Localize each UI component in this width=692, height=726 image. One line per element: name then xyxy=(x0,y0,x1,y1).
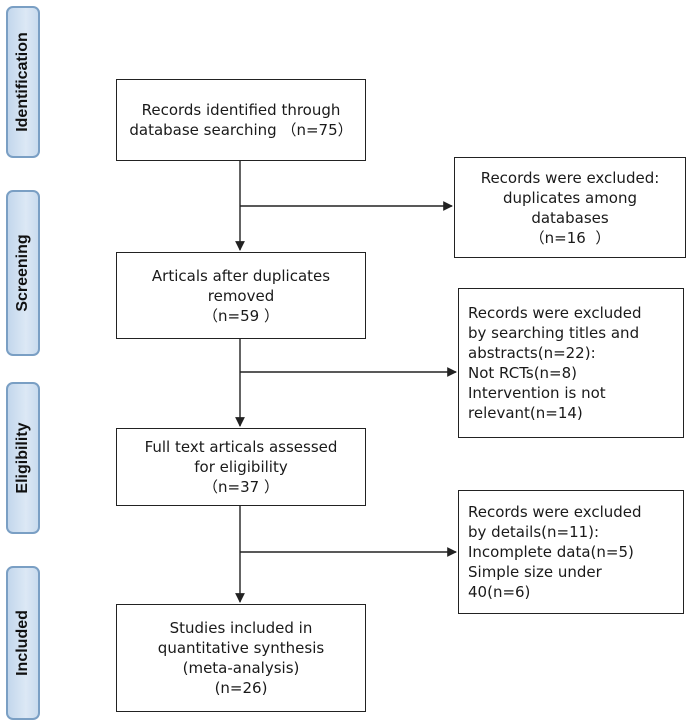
box-line: databases xyxy=(531,208,609,227)
box-line: （n=37 ） xyxy=(203,478,279,496)
box-line: （n=16 ） xyxy=(529,228,611,247)
box-line: Studies included in xyxy=(169,619,313,637)
box-line: (n=26) xyxy=(214,679,268,697)
box-line: Records identified through xyxy=(141,101,341,119)
box-studies-included: Studies included in quantitative synthes… xyxy=(116,604,366,712)
phase-included: Included xyxy=(6,566,40,720)
box-line: abstracts(n=22): xyxy=(468,344,596,362)
box-line: duplicates among xyxy=(502,188,638,207)
box-full-text-assessed: Full text articals assessed for eligibil… xyxy=(116,428,366,506)
box-line: Records were excluded xyxy=(468,304,642,322)
box-records-identified: Records identified through database sear… xyxy=(116,79,366,161)
phase-identification: Identification xyxy=(6,6,40,158)
box-line: by details(n=11): xyxy=(468,523,600,541)
box-line: relevant(n=14) xyxy=(468,404,583,422)
box-line: Records were excluded xyxy=(468,503,642,521)
box-line: Incomplete data(n=5) xyxy=(468,543,634,561)
box-excluded-details: Records were excluded by details(n=11): … xyxy=(458,490,684,614)
phase-eligibility: Eligibility xyxy=(6,382,40,534)
box-line: for eligibility xyxy=(194,458,288,476)
box-excluded-titles-abstracts: Records were excluded by searching title… xyxy=(458,288,684,438)
box-line: Intervention is not xyxy=(468,384,606,402)
box-line: Simple size under xyxy=(468,563,602,581)
box-line: database searching （n=75） xyxy=(129,121,353,139)
box-after-duplicates: Articals after duplicates removed （n=59 … xyxy=(116,252,366,339)
phase-screening: Screening xyxy=(6,190,40,356)
box-line: （n=59 ） xyxy=(203,306,279,325)
box-line: by searching titles and xyxy=(468,324,640,342)
box-line: Full text articals assessed xyxy=(144,438,338,456)
box-line: Records were excluded: xyxy=(480,168,660,187)
box-line: 40(n=6) xyxy=(468,583,531,601)
box-line: Not RCTs(n=8) xyxy=(468,364,578,382)
box-line: Articals after duplicates xyxy=(151,266,331,285)
box-line: (meta-analysis) xyxy=(182,659,300,677)
box-line: quantitative synthesis xyxy=(157,639,325,657)
box-excluded-duplicates: Records were excluded: duplicates among … xyxy=(454,157,686,258)
box-line: removed xyxy=(207,286,275,305)
